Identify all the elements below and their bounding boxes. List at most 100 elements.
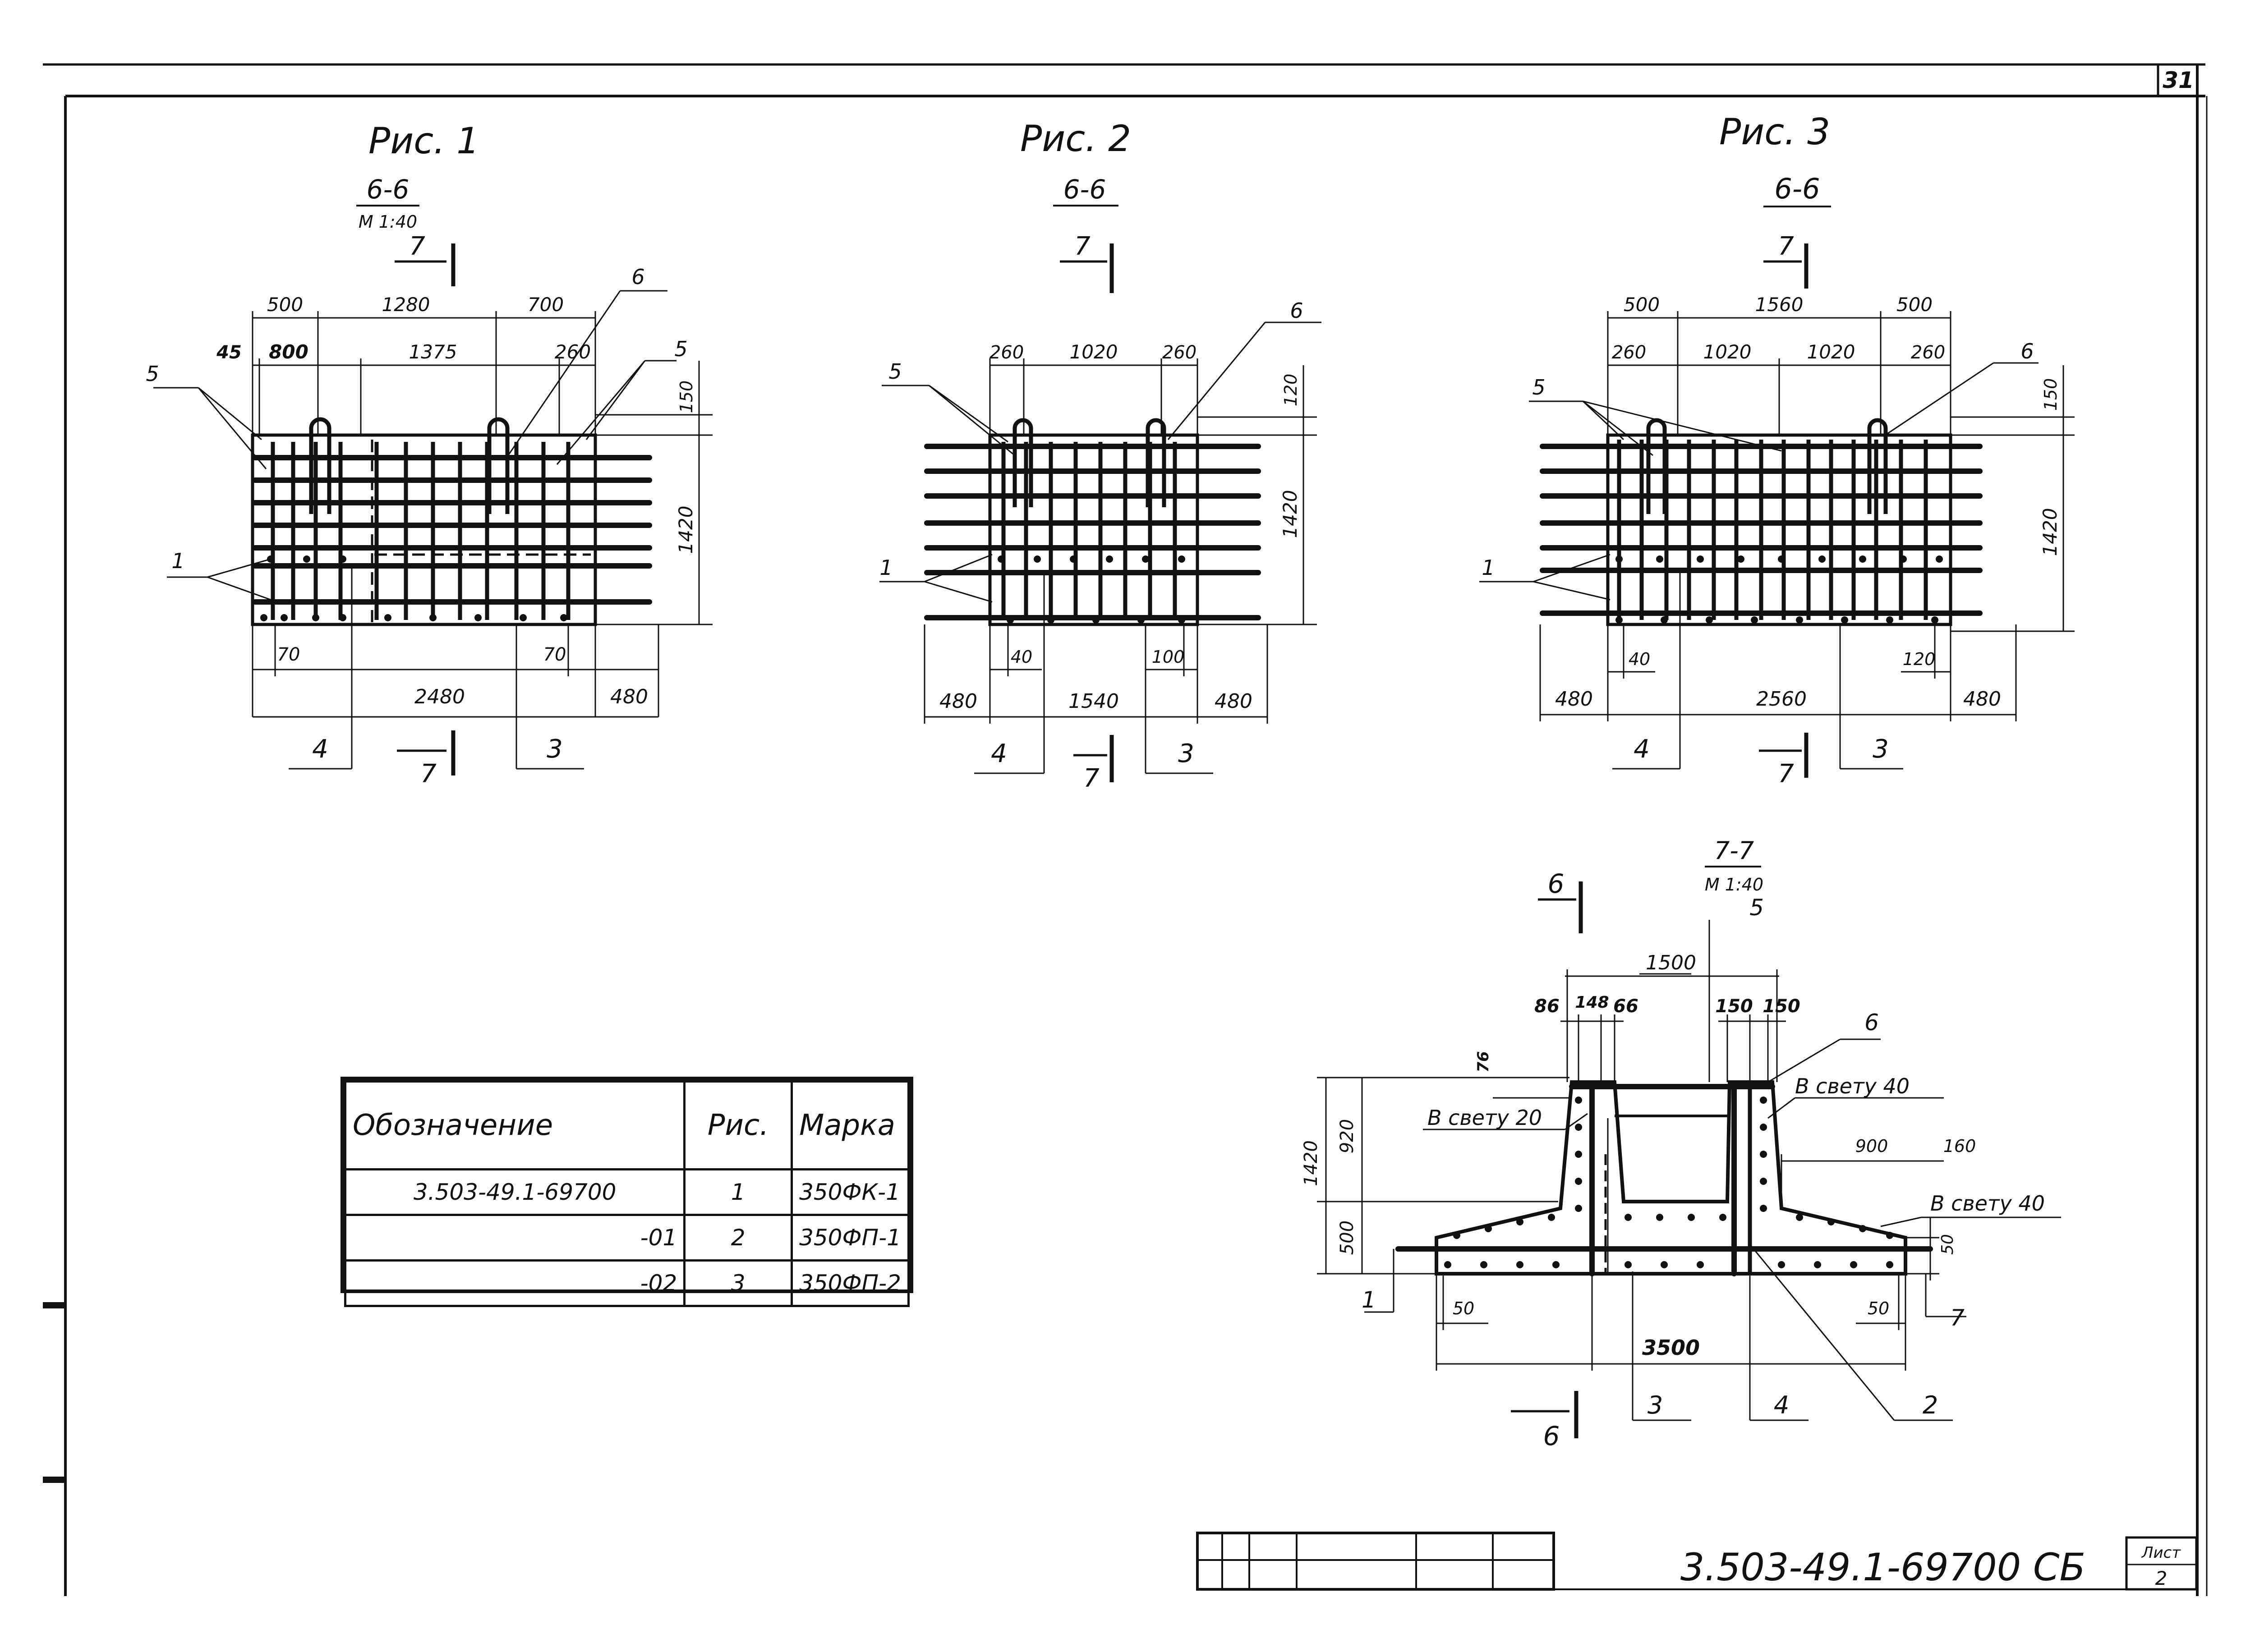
fig2-dim-40: 40 bbox=[1011, 647, 1032, 667]
fig1-dim-150: 150 bbox=[676, 381, 696, 413]
fig1-dim-70-left: 70 bbox=[277, 644, 300, 665]
fig2-dim-1020: 1020 bbox=[1070, 341, 1118, 363]
s77-dim-50-bottom-right: 50 bbox=[1868, 1299, 1889, 1318]
fig2-dim-260-left: 260 bbox=[989, 342, 1024, 363]
fig1-dim-45: 45 bbox=[216, 342, 242, 363]
figure-1-cut-bottom: 7 bbox=[420, 759, 437, 789]
document-code: 3.503-49.1-69700 СБ bbox=[1680, 1545, 2085, 1589]
fig3-dim-2560: 2560 bbox=[1756, 688, 1807, 711]
cell-designation: -02 bbox=[344, 1259, 686, 1307]
s77-dim-148: 148 bbox=[1575, 993, 1609, 1012]
s77-note-clear-40-bottom: В свету 40 bbox=[1930, 1191, 2045, 1216]
s77-callout-5: 5 bbox=[1749, 895, 1764, 921]
cell-designation: 3.503-49.1-69700 bbox=[344, 1168, 686, 1216]
fig3-dim-480-right: 480 bbox=[1963, 688, 2001, 711]
figure-1: Рис. 1 6-6 М 1:40 7 bbox=[146, 120, 713, 789]
cell-designation: -01 bbox=[344, 1214, 686, 1262]
fig3-callout-5: 5 bbox=[1532, 375, 1545, 399]
fig2-dim-120: 120 bbox=[1281, 374, 1301, 407]
fig3-dim-480-left: 480 bbox=[1555, 688, 1593, 711]
figure-1-section: 6-6 bbox=[367, 174, 410, 205]
fig1-callout-5-right: 5 bbox=[674, 337, 687, 361]
fig2-callout-4: 4 bbox=[991, 739, 1007, 768]
s77-dim-160: 160 bbox=[1943, 1136, 1976, 1156]
fig1-dim-1420: 1420 bbox=[675, 506, 697, 554]
s77-dim-920: 920 bbox=[1337, 1119, 1358, 1153]
fig3-dim-40: 40 bbox=[1629, 649, 1650, 669]
fig2-dim-1420: 1420 bbox=[1279, 490, 1301, 538]
figure-2: Рис. 2 6-6 7 bbox=[879, 118, 1321, 793]
stamp-value: 2 bbox=[2155, 1567, 2168, 1589]
s77-dim-50-bottom-left: 50 bbox=[1453, 1299, 1474, 1318]
table-row: 3.503-49.1-69700 1 350ФК-1 bbox=[344, 1168, 910, 1216]
cell-figure: 2 bbox=[683, 1214, 793, 1262]
s77-dim-1500: 1500 bbox=[1646, 951, 1696, 974]
s77-dim-150-b: 150 bbox=[1763, 996, 1800, 1017]
s77-dim-150-a: 150 bbox=[1715, 996, 1753, 1017]
s77-dim-500: 500 bbox=[1337, 1221, 1358, 1255]
fig2-dim-1540: 1540 bbox=[1068, 690, 1119, 713]
cell-figure: 1 bbox=[683, 1168, 793, 1216]
section-77-scale: М 1:40 bbox=[1705, 875, 1763, 895]
s77-callout-3: 3 bbox=[1648, 1391, 1663, 1419]
s77-callout-4: 4 bbox=[1774, 1391, 1789, 1419]
fig3-dim-1020-a: 1020 bbox=[1703, 341, 1752, 363]
cell-mark: 350ФП-1 bbox=[791, 1214, 910, 1262]
figure-3-title: Рис. 3 bbox=[1719, 111, 1830, 153]
figure-3: Рис. 3 6-6 7 bbox=[1479, 111, 2075, 789]
fig1-dim-1375: 1375 bbox=[409, 341, 457, 363]
fig3-dim-150: 150 bbox=[2041, 378, 2061, 411]
s77-note-clear-40-top: В свету 40 bbox=[1795, 1074, 1910, 1098]
header-figure: Рис. bbox=[683, 1080, 793, 1170]
s77-dim-76: 76 bbox=[1474, 1051, 1492, 1072]
table-row: -02 3 350ФП-2 bbox=[344, 1259, 910, 1307]
cell-figure: 3 bbox=[683, 1259, 793, 1307]
stamp-label: Лист bbox=[2141, 1544, 2181, 1562]
fig2-dim-100: 100 bbox=[1152, 647, 1185, 667]
fig3-dim-1420: 1420 bbox=[2039, 508, 2061, 556]
s77-callout-2: 2 bbox=[1923, 1391, 1938, 1419]
sheet-frame bbox=[43, 63, 2208, 1596]
fig2-dim-480-right: 480 bbox=[1215, 690, 1252, 713]
fig3-callout-3: 3 bbox=[1873, 734, 1889, 764]
s77-callout-1: 1 bbox=[1362, 1287, 1376, 1313]
fig3-dim-1560: 1560 bbox=[1755, 294, 1804, 316]
fig3-dim-260-left: 260 bbox=[1612, 342, 1646, 363]
fig1-dim-500: 500 bbox=[267, 294, 303, 316]
fig3-dim-1020-b: 1020 bbox=[1807, 341, 1855, 363]
figure-2-section: 6-6 bbox=[1063, 174, 1106, 205]
fig1-callout-5-left: 5 bbox=[146, 362, 159, 386]
fig2-callout-5: 5 bbox=[888, 359, 902, 384]
fig1-dim-800: 800 bbox=[269, 341, 308, 363]
section-7-7: 7-7 М 1:40 6 bbox=[1301, 836, 2061, 1451]
fig2-callout-1: 1 bbox=[879, 555, 893, 580]
table-header-row: Обозначение Рис. Марка bbox=[344, 1080, 910, 1170]
figure-3-section: 6-6 bbox=[1774, 172, 1820, 205]
fig2-callout-6: 6 bbox=[1290, 298, 1303, 323]
figure-3-cut-bottom: 7 bbox=[1778, 759, 1794, 789]
fig1-dim-70-right: 70 bbox=[543, 644, 566, 665]
fig1-dim-1280: 1280 bbox=[382, 294, 430, 316]
fig3-callout-6: 6 bbox=[2020, 339, 2034, 363]
s77-dim-3500: 3500 bbox=[1642, 1335, 1700, 1360]
fig2-callout-3: 3 bbox=[1178, 739, 1194, 768]
figure-2-cut-bottom: 7 bbox=[1083, 764, 1100, 793]
fig1-callout-4: 4 bbox=[312, 734, 328, 764]
sheet-number: 31 bbox=[2163, 67, 2194, 93]
s77-callout-6: 6 bbox=[1864, 1010, 1879, 1036]
figure-1-cut-top: 7 bbox=[409, 232, 425, 261]
fig2-dim-480-left: 480 bbox=[939, 690, 977, 713]
fig1-callout-3: 3 bbox=[547, 734, 563, 764]
fig1-dim-700: 700 bbox=[528, 294, 564, 316]
figure-3-cut-top: 7 bbox=[1778, 232, 1794, 261]
header-designation: Обозначение bbox=[344, 1080, 686, 1170]
figure-2-outline bbox=[988, 433, 1199, 626]
fig3-callout-4: 4 bbox=[1634, 734, 1650, 764]
s77-callout-7: 7 bbox=[1950, 1305, 1965, 1331]
fig2-dim-260-right: 260 bbox=[1162, 342, 1197, 363]
designation-table: Обозначение Рис. Марка 3.503-49.1-69700 … bbox=[341, 1077, 913, 1307]
s77-note-clear-20: В свету 20 bbox=[1427, 1106, 1542, 1130]
header-mark: Марка bbox=[791, 1080, 910, 1170]
figure-2-title: Рис. 2 bbox=[1020, 118, 1131, 160]
